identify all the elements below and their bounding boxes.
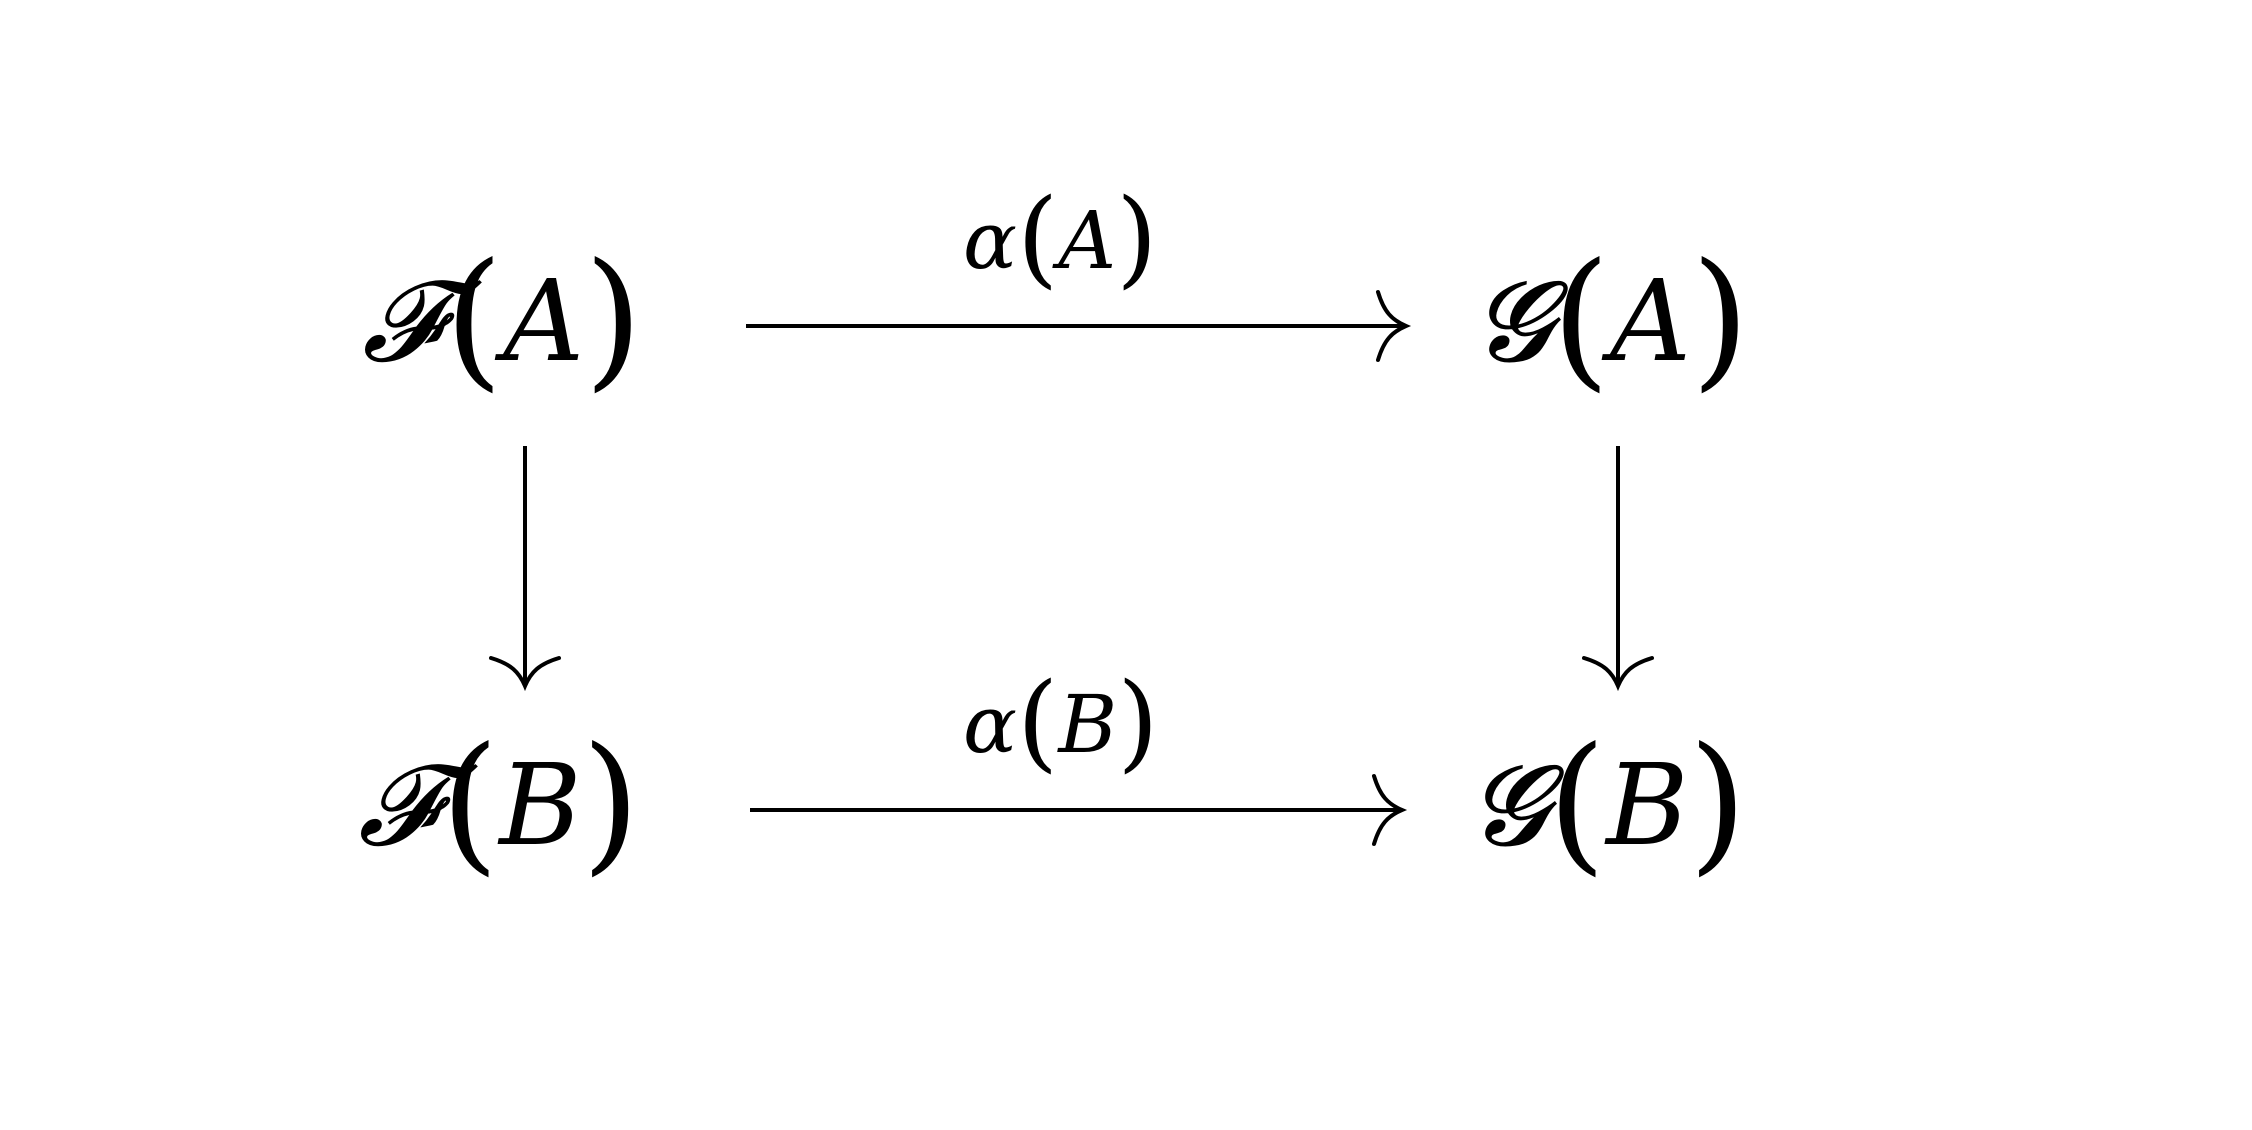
svg-text:𝓖(A): 𝓖(A) [1473,232,1750,406]
node-g-of-b: 𝓖(B) [1469,716,1747,890]
node-f-of-a: 𝓕(A) [362,232,643,406]
open-paren: ( [1552,232,1611,406]
svg-text:𝓕(B): 𝓕(B) [358,716,640,890]
svg-text:α(A): α(A) [963,176,1158,299]
arrow-right [1582,446,1654,692]
node-f-of-a-object: A [494,257,584,387]
arrow-label-alpha-a: α(A) [963,176,1158,299]
node-g-of-a: 𝓖(A) [1473,232,1750,406]
close-paren: ) [1117,660,1158,783]
close-paren: ) [1688,716,1747,890]
open-paren: ( [445,232,504,406]
node-g-of-a-object: A [1601,257,1691,387]
open-paren: ( [1017,176,1058,299]
arrow-left [489,446,561,692]
node-f-of-b-object: B [497,741,581,871]
arrow-label-alpha-b-symbol: α [963,678,1017,771]
arrow-label-alpha-a-object: A [1051,194,1116,287]
close-paren: ) [584,232,643,406]
close-paren: ) [582,716,641,890]
node-f-of-b: 𝓕(B) [358,716,640,890]
arrow-bottom [750,774,1408,846]
close-paren: ) [1691,232,1750,406]
arrow-label-alpha-a-symbol: α [963,194,1017,287]
open-paren: ( [441,716,500,890]
open-paren: ( [1017,660,1058,783]
svg-text:𝓖(B): 𝓖(B) [1469,716,1747,890]
arrow-label-alpha-b: α(B) [963,660,1159,783]
open-paren: ( [1548,716,1607,890]
arrow-label-alpha-b-object: B [1056,678,1117,771]
node-g-of-b-object: B [1604,741,1688,871]
svg-text:α(B): α(B) [963,660,1159,783]
close-paren: ) [1116,176,1157,299]
arrow-top [746,290,1412,362]
svg-text:𝓕(A): 𝓕(A) [362,232,643,406]
